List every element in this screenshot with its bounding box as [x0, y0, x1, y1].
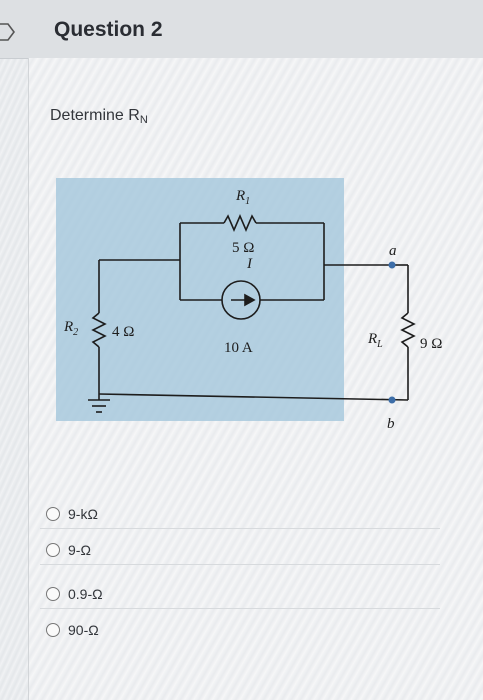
- flag-arrow-icon[interactable]: [0, 20, 18, 44]
- r2-value: 4 Ω: [112, 324, 134, 340]
- option-divider: [40, 608, 440, 609]
- r1-value: 5 Ω: [232, 240, 254, 256]
- option-90-ohm[interactable]: 90-Ω: [46, 622, 99, 638]
- rl-value: 9 Ω: [420, 336, 442, 352]
- radio-button[interactable]: [46, 587, 60, 601]
- r2-label: R2: [63, 319, 78, 338]
- r2-resistor: [91, 312, 107, 348]
- option-0-9-ohm[interactable]: 0.9-Ω: [46, 586, 103, 602]
- node-b-label: b: [387, 416, 395, 432]
- option-label: 90-Ω: [68, 622, 99, 638]
- question-title: Question 2: [54, 18, 163, 41]
- option-label: 9-kΩ: [68, 506, 98, 522]
- option-label: 9-Ω: [68, 542, 91, 558]
- source-value: 10 A: [224, 340, 253, 356]
- option-9-kilo-ohm[interactable]: 9-kΩ: [46, 506, 98, 522]
- question-header: Question 2: [0, 0, 483, 59]
- node-b-dot: [388, 396, 396, 404]
- rl-label: RL: [367, 331, 383, 350]
- option-label: 0.9-Ω: [68, 586, 103, 602]
- radio-button[interactable]: [46, 623, 60, 637]
- current-source: [221, 280, 261, 320]
- r1-label: R1: [235, 188, 250, 207]
- radio-button[interactable]: [46, 507, 60, 521]
- node-a-label: a: [389, 243, 397, 259]
- option-9-ohm[interactable]: 9-Ω: [46, 542, 91, 558]
- prompt-subscript: N: [139, 114, 148, 126]
- question-prompt: Determine RN: [50, 107, 148, 126]
- source-label: I: [246, 256, 253, 272]
- rl-resistor: [400, 312, 416, 348]
- node-a-dot: [388, 261, 396, 269]
- prompt-text: Determine R: [50, 107, 140, 124]
- option-divider: [40, 528, 440, 529]
- radio-button[interactable]: [46, 543, 60, 557]
- circuit-diagram: R1 5 Ω I 10 A R2 4 Ω RL 9 Ω a b: [56, 178, 442, 432]
- r1-resistor: [223, 213, 257, 233]
- option-divider: [40, 564, 440, 565]
